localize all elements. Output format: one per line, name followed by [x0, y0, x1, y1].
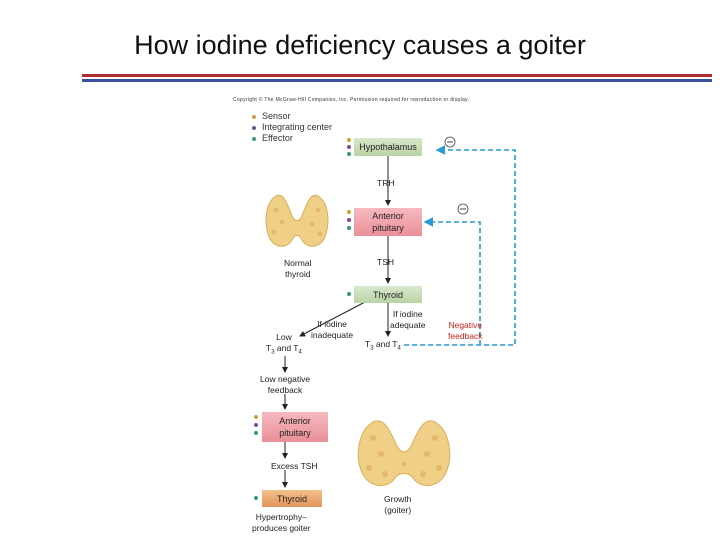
hypothalamus-box: Hypothalamus	[354, 138, 422, 156]
thyroid-label: Thyroid	[372, 289, 403, 300]
legend-label: Integrating center	[262, 122, 333, 132]
anterior-pituitary-label-line2: pituitary	[372, 223, 404, 233]
feedback-line-hypothalamus	[404, 145, 516, 346]
integrating-center-marker-icon	[254, 423, 258, 427]
anterior-pituitary-2-label-line1: Anterior	[279, 416, 311, 426]
title-rule-red	[82, 74, 712, 77]
sensor-marker-icon	[254, 415, 258, 419]
legend-label: Sensor	[262, 111, 291, 121]
arrow-thyroid-to-low-t3t4	[299, 301, 366, 337]
thyroid-2-label: Thyroid	[276, 493, 307, 504]
integrating-center-marker-icon	[347, 145, 351, 149]
legend-item-sensor: Sensor	[252, 111, 291, 121]
trh-label: TRH	[377, 178, 395, 188]
anterior-pituitary-box-2: Anterior pituitary	[262, 412, 328, 442]
sensor-marker-icon	[347, 210, 351, 214]
growth-goiter-label: Growth(goiter)	[384, 494, 412, 515]
anterior-pituitary-box: Anterior pituitary	[354, 208, 422, 236]
effector-marker-icon	[347, 226, 351, 230]
page-title: How iodine deficiency causes a goiter	[134, 30, 586, 60]
sensor-marker-icon	[347, 138, 351, 142]
effector-marker-icon	[254, 431, 258, 435]
anterior-pituitary-2-label-line2: pituitary	[279, 428, 311, 438]
effector-dot-icon	[252, 136, 256, 141]
copyright-notice: Copyright © The McGraw-Hill Companies, I…	[233, 97, 470, 103]
thyroid-box-2: Thyroid	[262, 490, 322, 507]
hypertrophy-label: Hypertrophy–produces goiter	[252, 512, 311, 533]
hypothalamus-label: Hypothalamus	[359, 142, 417, 152]
legend-label: Effector	[262, 133, 293, 143]
thyroid-box: Thyroid	[354, 286, 422, 303]
effector-marker-icon	[347, 292, 351, 296]
t3-t4-label: T3 and T4	[365, 339, 401, 352]
effector-marker-icon	[254, 496, 258, 500]
feedback-line-pituitary	[423, 217, 481, 345]
title-rule-blue	[82, 79, 712, 82]
tsh-label: TSH	[377, 257, 394, 267]
normal-thyroid-illustration	[265, 194, 329, 247]
legend-item-integrating-center: Integrating center	[252, 122, 332, 132]
legend-item-effector: Effector	[252, 133, 293, 143]
effector-marker-icon	[347, 152, 351, 156]
goiter-illustration	[357, 420, 451, 486]
integrating-center-dot-icon	[252, 125, 256, 130]
integrating-center-marker-icon	[347, 218, 351, 222]
excess-tsh-label: Excess TSH	[271, 461, 318, 471]
anterior-pituitary-label-line1: Anterior	[372, 211, 404, 221]
sensor-dot-icon	[252, 114, 256, 119]
